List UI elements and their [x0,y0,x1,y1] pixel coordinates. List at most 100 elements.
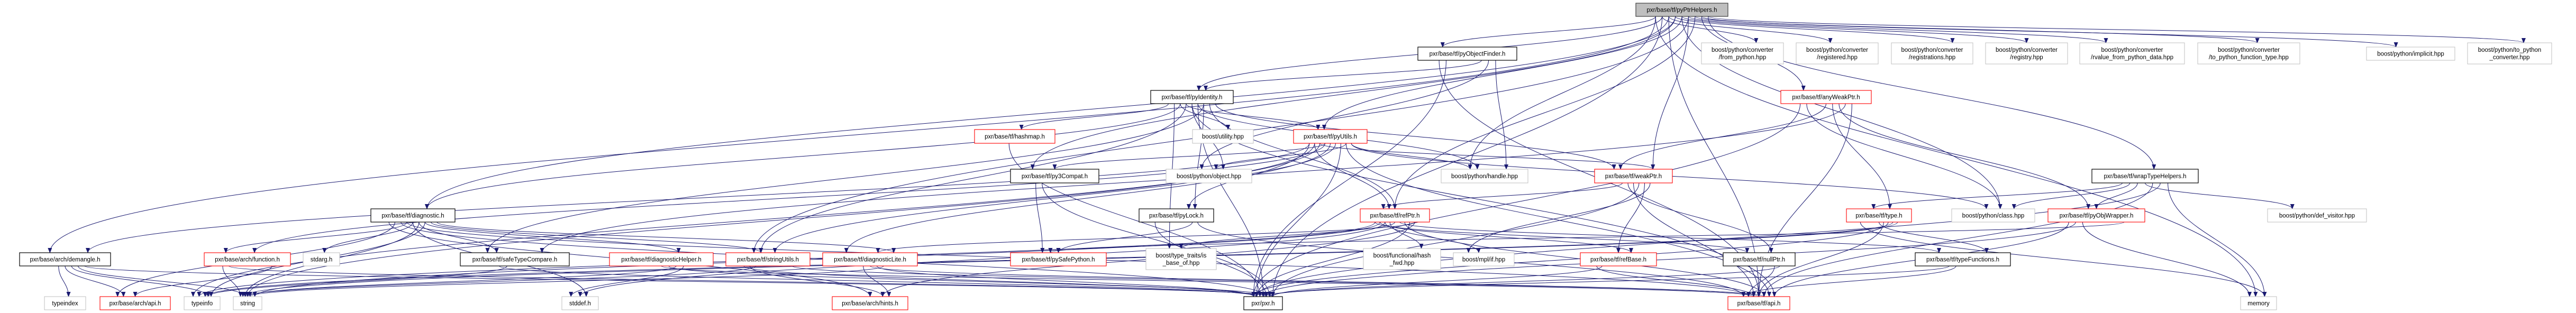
edge-pyObjectFinder-to-handle [1495,60,1508,170]
node-string: string [233,296,262,310]
node-box [370,208,456,223]
node-box [1417,47,1517,61]
edge-pyPtrHelpers-to-implicit [1701,16,2398,48]
node-label: boost/python/converter [1806,47,1868,53]
node-utility: boost/utility.hpp [1192,129,1254,144]
node-box [609,252,714,266]
node-pyPtrHelpers[interactable]: pxr/base/tf/pyPtrHelpers.h [1635,3,1728,17]
node-label: pxr/base/tf/pyObjectFinder.h [1430,51,1506,58]
edge-pyLock-to-pySafePython [1056,222,1193,253]
node-label: pxr/base/tf/api.h [1737,301,1781,307]
node-box [1891,42,1973,65]
node-refBase[interactable]: pxr/base/tf/refBase.h [1580,252,1657,266]
node-label: pxr/pxr.h [1251,301,1275,307]
node-box [832,296,908,310]
node-nullPtr[interactable]: pxr/base/tf/nullPtr.h [1723,252,1796,266]
edge-anyWeakPtr-to-weakPtr [1618,103,1826,170]
node-refPtr[interactable]: pxr/base/tf/refPtr.h [1360,208,1430,223]
node-wrapTypeHelpers[interactable]: pxr/base/tf/wrapTypeHelpers.h [2091,169,2199,183]
node-pyLock[interactable]: pxr/base/tf/pyLock.h [1139,208,1214,223]
edge-weakPtr-to-tf_api [1633,182,1756,297]
edge-diagnosticLite-to-pxr [876,265,1256,297]
edge-demangle-to-typeinfo [71,265,211,297]
edge-pyPtrHelpers-to-pyObjectFinder [1440,16,1656,48]
node-function[interactable]: pxr/base/arch/function.h [204,252,291,266]
node-hashmap[interactable]: pxr/base/tf/hashmap.h [974,129,1055,144]
edge-anyWeakPtr-to-pyObjWrapper [1838,103,2091,209]
edge-pyIdentity-to-pyLock [1193,103,1204,209]
edge-pyPtrHelpers-to-registered [1668,16,1833,43]
edge-refBase-to-pxr [1270,265,1603,297]
node-safeTypeCompare[interactable]: pxr/base/tf/safeTypeCompare.h [460,252,570,266]
node-demangle[interactable]: pxr/base/arch/demangle.h [19,252,111,266]
edge-refBase-to-tf_api [1596,265,1756,297]
edge-weakPtr-to-mpl_if [1466,182,1651,253]
node-anyWeakPtr[interactable]: pxr/base/tf/anyWeakPtr.h [1780,90,1872,104]
node-box [460,252,570,266]
node-pxr[interactable]: pxr/pxr.h [1243,296,1283,310]
node-box [1453,252,1515,266]
node-label: pxr/base/tf/py3Compat.h [1022,173,1088,180]
node-typeFunctions[interactable]: pxr/base/tf/typeFunctions.h [1915,252,2011,266]
node-box [1701,42,1784,65]
edge-pyPtrHelpers-to-from_python [1662,16,1759,43]
node-pyUtils[interactable]: pxr/base/tf/pyUtils.h [1293,129,1368,144]
edge-stringUtils-to-pxr [743,265,1259,297]
edge-safeTypeCompare-to-typeinfo [206,265,507,297]
node-label: stddef.h [569,301,591,307]
node-hints[interactable]: pxr/base/arch/hints.h [832,296,908,310]
edge-safeTypeCompare-to-pxr [499,265,1259,297]
node-box [1951,208,2035,223]
edge-pyUtils-to-py3Compat [1052,143,1326,170]
node-label: boost/python/implicit.hpp [2377,51,2444,58]
node-diagnosticLite[interactable]: pxr/base/tf/diagnosticLite.h [822,252,918,266]
node-box [2047,208,2145,223]
node-label: boost/type_traits/is [1156,253,1207,259]
node-diagnosticHelper[interactable]: pxr/base/tf/diagnosticHelper.h [609,252,714,266]
edge-refPtr-to-refBase [1379,222,1633,253]
node-pyObjWrapper[interactable]: pxr/base/tf/pyObjWrapper.h [2047,208,2145,223]
node-def_visitor: boost/python/def_visitor.hpp [2267,208,2367,223]
node-box [1985,42,2068,65]
node-label: pxr/base/tf/wrapTypeHelpers.h [2104,173,2187,180]
node-to_python_conv: boost/python/to_python_converter.hpp [2467,42,2552,65]
node-label: /from_python.hpp [1719,54,1767,61]
node-box [2267,208,2367,223]
edge-refPtr-to-stddef [578,222,1386,297]
edge-pyUtils-to-object [1214,143,1346,170]
node-label: boost/python/converter [1712,47,1773,53]
edge-pyPtrHelpers-to-to_python_conv [1708,16,2526,43]
node-py3Compat[interactable]: pxr/base/tf/py3Compat.h [1010,169,1099,183]
node-box [561,296,599,310]
node-stddef: stddef.h [561,296,599,310]
node-pyObjectFinder[interactable]: pxr/base/tf/pyObjectFinder.h [1417,47,1517,61]
node-pyIdentity[interactable]: pxr/base/tf/pyIdentity.h [1150,90,1234,104]
node-box [2197,42,2300,65]
node-pySafePython[interactable]: pxr/base/tf/pySafePython.h [1010,252,1107,266]
node-stringUtils[interactable]: pxr/base/tf/stringUtils.h [725,252,811,266]
edge-demangle-to-typeindex [58,265,71,297]
node-weakPtr[interactable]: pxr/base/tf/weakPtr.h [1594,169,1673,183]
node-label: typeindex [52,301,78,307]
node-diagnostic[interactable]: pxr/base/tf/diagnostic.h [370,208,456,223]
node-box [1293,129,1368,144]
edge-pyIdentity-to-stringUtils [759,103,1187,253]
node-label: pxr/base/tf/stringUtils.h [737,257,799,263]
node-type[interactable]: pxr/base/tf/type.h [1846,208,1912,223]
edge-hashmap-to-pxr [1008,143,1262,297]
node-label: pxr/base/tf/pyUtils.h [1304,134,1357,140]
node-box [2467,42,2552,65]
node-label: pxr/base/tf/refPtr.h [1370,213,1420,219]
node-label: _fwd.hpp [1389,260,1415,266]
node-label: pxr/base/tf/pyPtrHelpers.h [1647,7,1717,14]
node-arch_api[interactable]: pxr/base/arch/api.h [99,296,171,310]
edge-pyObjectFinder-to-object [1199,60,1489,170]
edge-wrapTypeHelpers-to-tf_api [1762,182,2153,297]
node-label: pxr/base/tf/weakPtr.h [1605,173,1662,180]
node-label: _base_of.hpp [1162,260,1200,266]
nodes-layer: pxr/base/tf/pyPtrHelpers.h pxr/base/tf/py… [19,3,2552,310]
edge-typeFunctions-to-pxr [1261,265,1950,297]
node-tf_api[interactable]: pxr/base/tf/api.h [1727,296,1790,310]
edge-pyPtrHelpers-to-pyUtils [1322,16,1682,130]
node-class: boost/python/class.hpp [1951,208,2035,223]
